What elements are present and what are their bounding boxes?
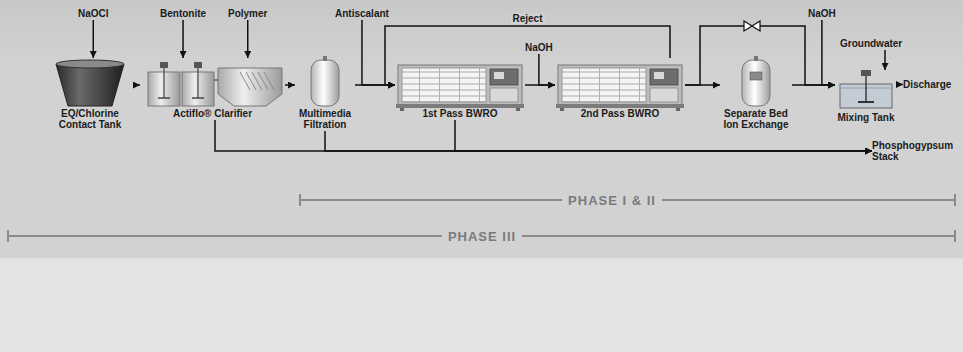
filter-vessel-drawing — [311, 56, 339, 106]
ion-exchange-unit: Separate Bed Ion Exchange — [720, 58, 792, 130]
flow-connector — [385, 26, 670, 85]
ro-rack-drawing — [396, 65, 524, 111]
node-label: NaOH — [525, 42, 553, 53]
node-label: 1st Pass BWRO — [395, 108, 525, 119]
flow-connector — [182, 20, 184, 58]
node-label: 2nd Pass BWRO — [555, 108, 685, 119]
valve-symbol — [744, 21, 760, 31]
ro-rack-drawing — [556, 65, 684, 111]
filter-unit: Multimedia Filtration — [295, 58, 355, 130]
node-label: EQ/Chlorine Contact Tank — [45, 108, 135, 130]
edge-label: Reject — [510, 13, 544, 24]
water-feed: Groundwater — [840, 38, 902, 49]
clarifier-unit: Actiflo® Clarifier — [140, 58, 285, 119]
flow-connector — [325, 131, 872, 151]
node-label: Multimedia Filtration — [295, 108, 355, 130]
chemical-feed: NaOH — [525, 42, 553, 53]
node-label: Polymer — [228, 8, 267, 19]
flow-connector — [135, 84, 140, 86]
phase-label: PHASE III — [442, 229, 522, 244]
mixing-tank-drawing — [840, 70, 892, 108]
node-label: Separate Bed Ion Exchange — [720, 108, 792, 130]
eq-tank-drawing — [56, 60, 124, 106]
node-label: Phosphogypsum Stack — [872, 140, 958, 162]
node-label: NaOH — [808, 8, 836, 19]
flow-connector — [362, 20, 395, 85]
node-label: Discharge — [903, 79, 951, 90]
flow-connector — [247, 20, 249, 58]
disposal-stack: Phosphogypsum Stack — [872, 140, 958, 162]
node-label: NaOCl — [78, 8, 109, 19]
node-label: Bentonite — [160, 8, 206, 19]
flow-connector — [897, 84, 903, 86]
mixing-tank-unit: Mixing Tank — [835, 70, 897, 123]
flow-connector — [93, 20, 95, 58]
flow-connector — [822, 20, 835, 85]
ro-unit: 1st Pass BWRO — [395, 58, 525, 119]
discharge-outlet: Discharge — [903, 79, 951, 90]
node-label: Mixing Tank — [835, 112, 897, 123]
flow-connector — [455, 120, 872, 151]
lower-panel — [0, 258, 963, 352]
flow-connector — [884, 50, 886, 70]
flow-connector — [685, 26, 835, 85]
node-label: Antiscalant — [335, 8, 389, 19]
phase-label: PHASE I & II — [562, 193, 662, 208]
chemical-feed: NaOH — [808, 8, 836, 19]
chemical-feed: Polymer — [228, 8, 267, 19]
chemical-feed: Bentonite — [160, 8, 206, 19]
flow-connector — [285, 84, 295, 86]
chemical-feed: NaOCl — [78, 8, 109, 19]
tank-unit: EQ/Chlorine Contact Tank — [45, 58, 135, 130]
chemical-feed: Antiscalant — [335, 8, 389, 19]
node-label: Actiflo® Clarifier — [140, 108, 285, 119]
ion-exchange-vessel-drawing — [742, 56, 770, 106]
clarifier-drawing — [148, 62, 282, 106]
node-label: Groundwater — [840, 38, 902, 49]
flow-connector — [539, 54, 555, 85]
ro-unit: 2nd Pass BWRO — [555, 58, 685, 119]
upper-panel — [0, 0, 963, 258]
